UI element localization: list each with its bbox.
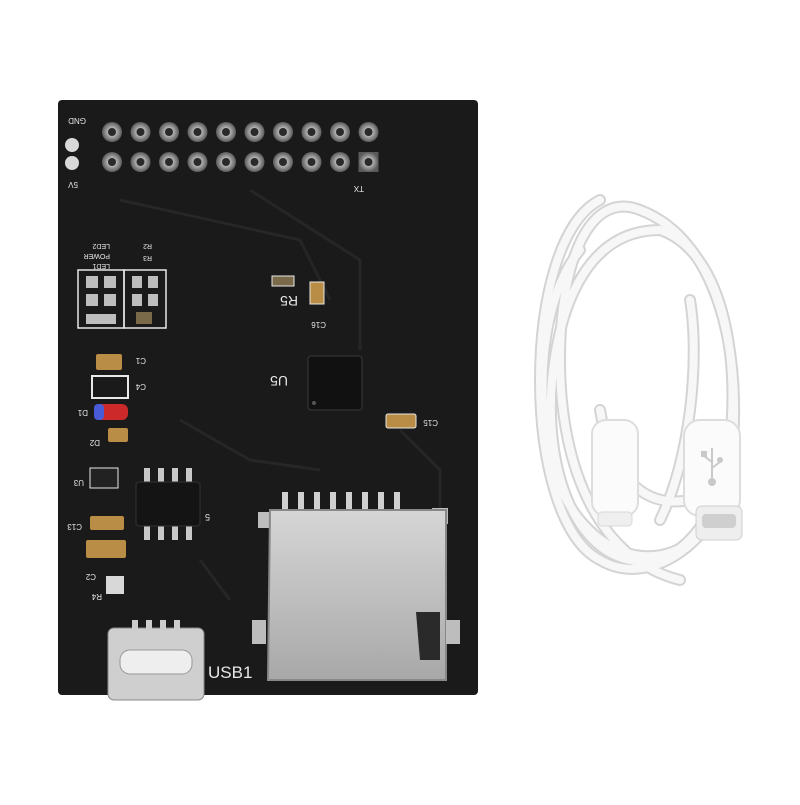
- r5-c16-block: R5 C16: [271, 275, 326, 329]
- header-pin-hole: [307, 158, 316, 166]
- gnd-label: GND: [68, 116, 86, 125]
- header-pin-hole: [193, 158, 202, 166]
- r2-label: R2: [143, 242, 152, 249]
- gnd-pad: [65, 138, 79, 152]
- u3-label: U3: [73, 478, 84, 487]
- header-pin-hole: [222, 158, 230, 166]
- header-pin-hole: [336, 158, 344, 166]
- left-components: C1 C4 D1 D2 U3 C13 C2 R4: [67, 354, 146, 601]
- u5-chip: U5: [270, 355, 363, 411]
- header-pin-hole: [193, 128, 202, 136]
- tx-label: TX: [353, 184, 364, 193]
- header-pin-hole: [165, 158, 173, 166]
- d1-label: D1: [77, 408, 88, 417]
- header-pin-hole: [279, 128, 287, 136]
- c2-label: C2: [85, 572, 96, 581]
- usb-a-plug: [591, 419, 639, 527]
- header-pin-hole: [136, 128, 145, 136]
- led2-label: LED2: [92, 242, 110, 249]
- 5v-pad: [65, 156, 79, 170]
- c1-label: C1: [135, 356, 146, 365]
- header-pin-hole: [279, 158, 287, 166]
- led1-label: LED1: [92, 262, 110, 269]
- c15-block: C15: [385, 413, 438, 429]
- usb-micro-port-icon: [107, 620, 205, 701]
- c16-label: C16: [311, 320, 326, 329]
- header-pin-hole: [307, 128, 316, 136]
- header-pin-hole: [222, 128, 230, 136]
- c13-label: C13: [67, 522, 82, 531]
- header-pin-hole: [250, 128, 259, 136]
- header-pin-hole: [250, 158, 259, 166]
- header-pin-hole: [165, 128, 173, 136]
- r5-label: R5: [280, 293, 298, 309]
- pin-header: [102, 122, 379, 172]
- s-label: 5: [205, 512, 210, 522]
- c15-label: C15: [423, 418, 438, 427]
- led-block: LED2 POWER LED1 R2 R3: [77, 242, 167, 329]
- header-pin-hole: [108, 158, 116, 166]
- sd-card-slot-icon: [252, 492, 460, 681]
- r3-label: R3: [143, 254, 152, 261]
- header-pin-hole: [336, 128, 344, 136]
- usb-symbol-icon: [701, 448, 723, 486]
- usb1-label: USB1: [208, 663, 252, 682]
- header-pin-hole: [364, 158, 373, 166]
- power-label: POWER: [84, 252, 110, 259]
- u5-label: U5: [270, 373, 288, 389]
- d2-label: D2: [89, 438, 100, 447]
- r4-label: R4: [91, 592, 102, 601]
- header-pin-hole: [108, 128, 116, 136]
- header-pin-hole: [136, 158, 145, 166]
- soic-chip: 5: [135, 468, 210, 540]
- 5v-label: 5V: [68, 180, 78, 189]
- c4-label: C4: [135, 382, 146, 391]
- header-pin-hole: [364, 128, 373, 136]
